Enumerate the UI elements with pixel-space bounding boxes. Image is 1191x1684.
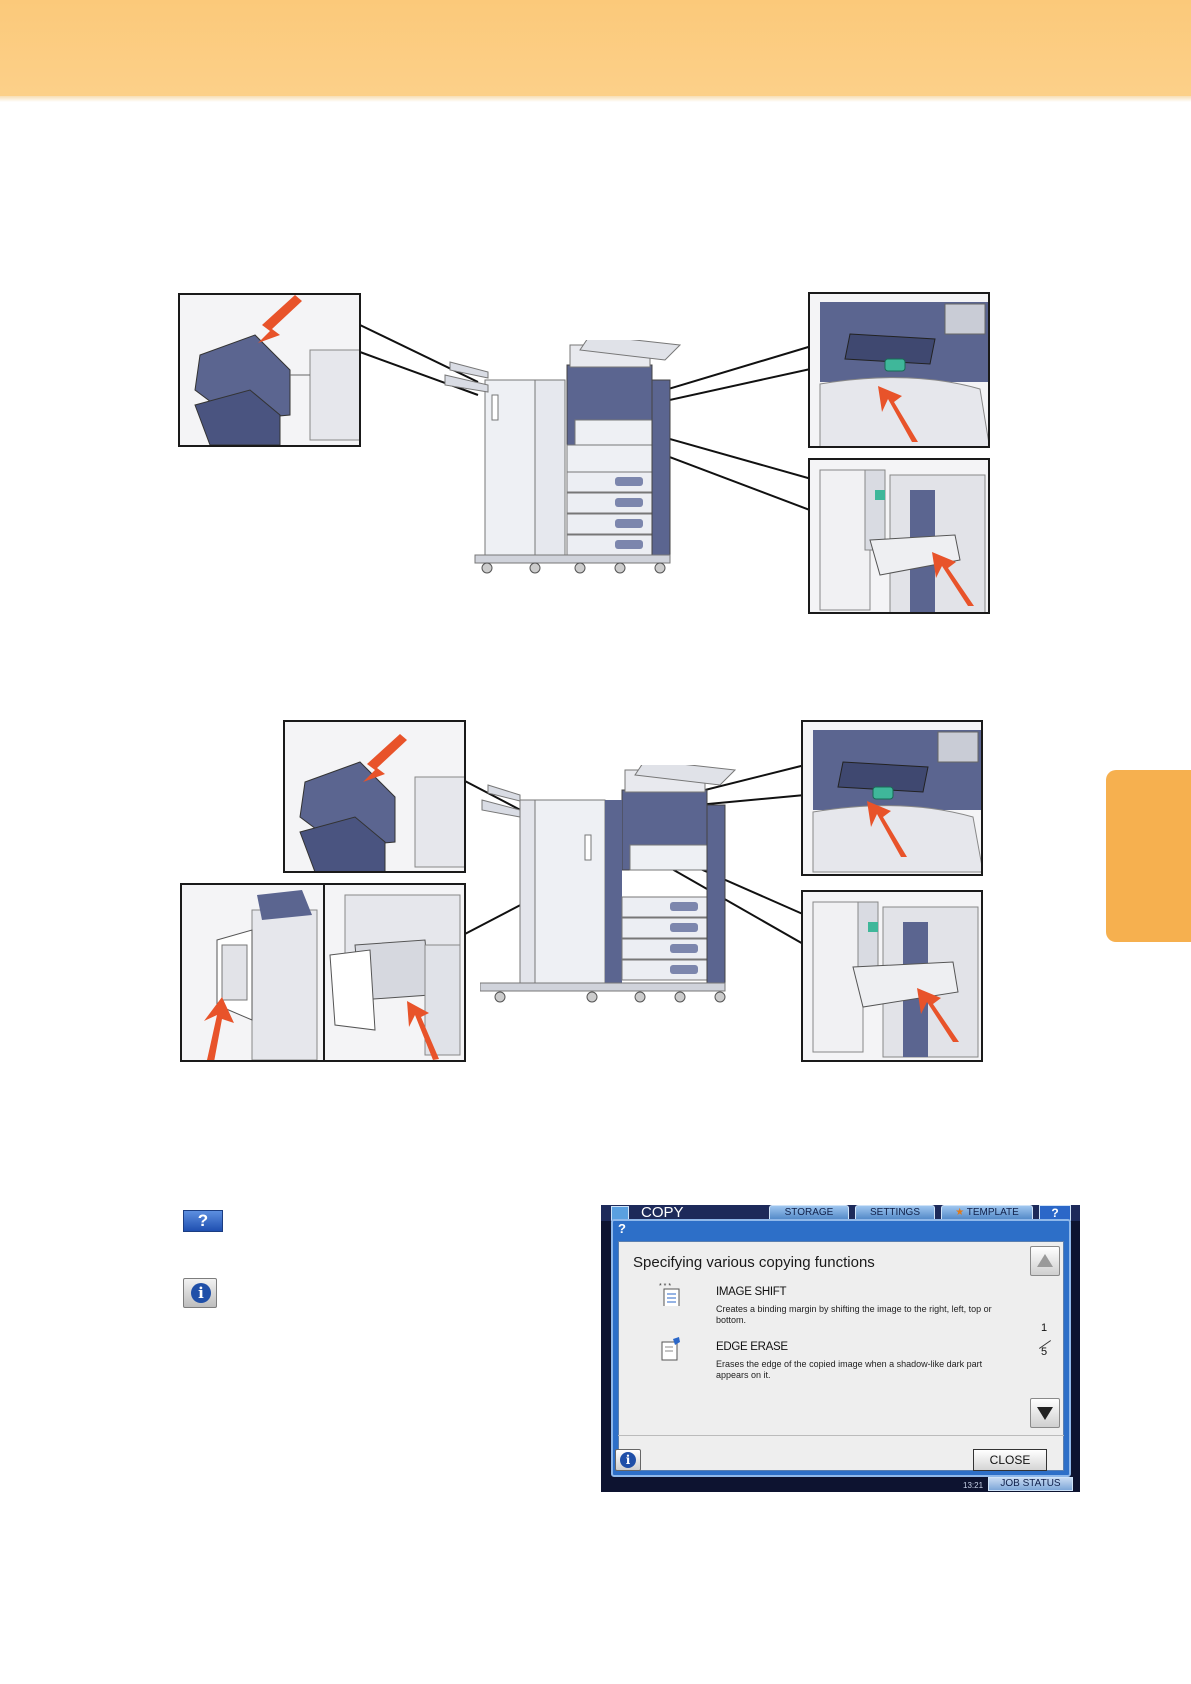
item-title-image-shift[interactable]: IMAGE SHIFT (716, 1286, 786, 1298)
page-total: 5 (1041, 1346, 1047, 1358)
scroll-up-button[interactable] (1030, 1246, 1060, 1276)
scroll-down-button[interactable] (1030, 1398, 1060, 1428)
tab-template[interactable]: ★ TEMPLATE (941, 1205, 1033, 1220)
page-current: 1 (1041, 1322, 1047, 1334)
edge-erase-icon (659, 1337, 681, 1361)
mfp-machine-illustration-2 (480, 765, 760, 1010)
item-desc-edge-erase: Erases the edge of the copied image when… (716, 1359, 1006, 1381)
info-icon: i (191, 1283, 211, 1303)
triangle-down-icon (1031, 1399, 1059, 1427)
svg-text:* * *: * * * (659, 1283, 671, 1290)
dialog-heading: Specifying various copying functions (633, 1254, 875, 1271)
close-button[interactable]: CLOSE (973, 1449, 1047, 1471)
info-button-sample: i (183, 1278, 217, 1308)
item-title-edge-erase[interactable]: EDGE ERASE (716, 1341, 788, 1353)
tab-template-label: TEMPLATE (967, 1207, 1019, 1218)
tab-storage[interactable]: STORAGE (769, 1205, 849, 1220)
help-dialog: ? Specifying various copying functions *… (611, 1219, 1071, 1477)
callout-toner-cartridge-side-2 (801, 890, 983, 1062)
dialog-footer-divider (618, 1435, 1064, 1436)
copy-help-screen: COPY STORAGE SETTINGS ★ TEMPLATE ? ? Spe… (601, 1205, 1080, 1492)
callout-finisher-open-unit (323, 883, 466, 1062)
tab-settings[interactable]: SETTINGS (855, 1205, 935, 1220)
job-status-button[interactable]: JOB STATUS (988, 1477, 1073, 1491)
callout-toner-cartridge-top-2 (801, 720, 983, 876)
item-desc-image-shift: Creates a binding margin by shifting the… (716, 1304, 1006, 1326)
triangle-up-icon (1031, 1247, 1059, 1275)
star-icon: ★ (955, 1207, 964, 1218)
info-icon: i (620, 1452, 636, 1468)
dialog-content: Specifying various copying functions * *… (618, 1241, 1064, 1471)
clock-time: 13:21 (963, 1481, 983, 1490)
image-shift-icon: * * * (659, 1282, 681, 1306)
help-button-sample: ? (183, 1210, 223, 1232)
info-button[interactable]: i (615, 1449, 641, 1471)
dialog-help-mark: ? (618, 1221, 626, 1236)
callout-finisher-front-door (180, 883, 325, 1062)
callout-finisher-tray-2 (283, 720, 466, 873)
